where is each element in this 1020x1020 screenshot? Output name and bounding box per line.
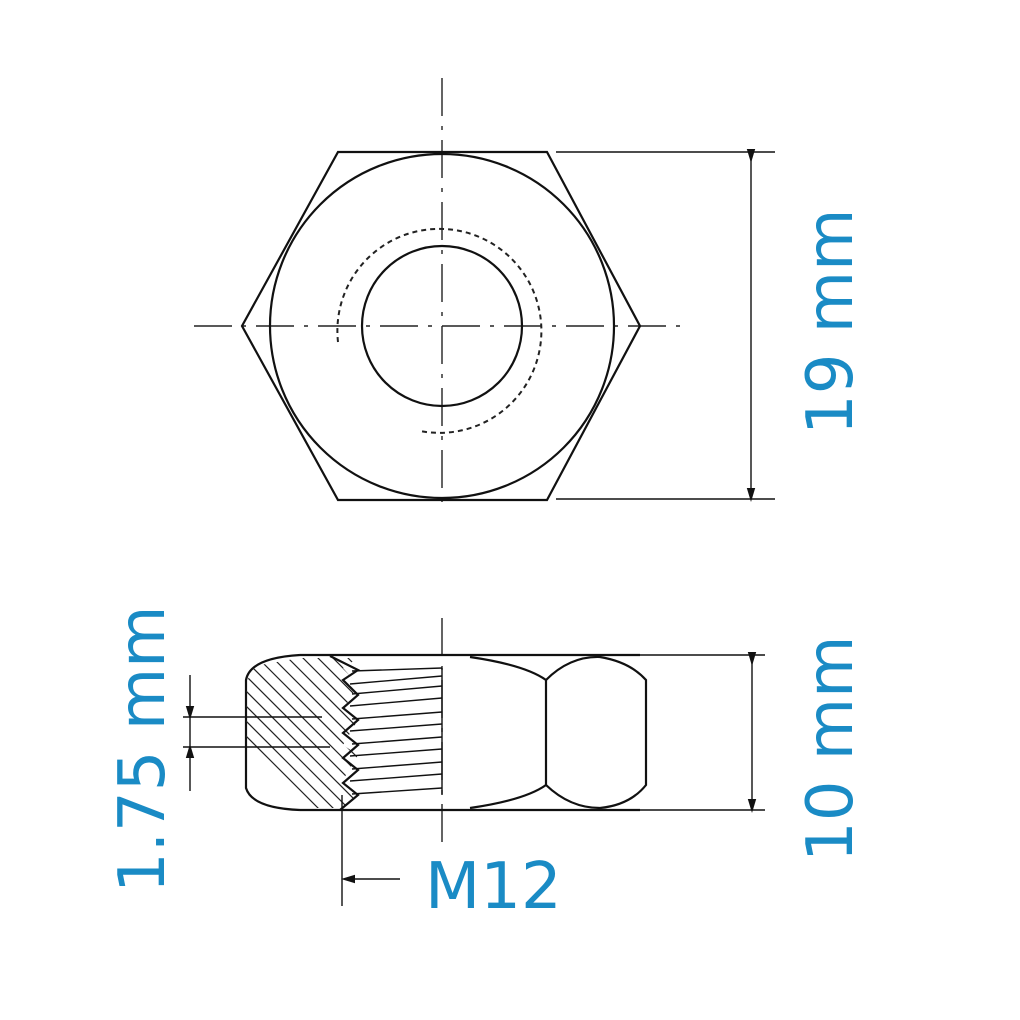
hatch-line	[339, 658, 358, 808]
label-19mm: 19 mm	[794, 209, 868, 435]
hatch-line	[245, 658, 358, 808]
hatch-line	[245, 658, 358, 808]
hatch-line	[400, 650, 570, 820]
face-curve-bottom	[469, 784, 547, 810]
hatch-line	[245, 658, 331, 808]
thread-profile	[329, 655, 361, 811]
label-10mm: 10 mm	[794, 636, 868, 862]
hatch-line	[249, 658, 358, 808]
hatch-line	[245, 658, 346, 808]
hatch-line	[294, 658, 358, 808]
hatch-line	[245, 658, 358, 808]
hatch-line	[279, 658, 358, 808]
label-thread-size: M12	[425, 850, 562, 924]
nut-left-edge	[244, 653, 301, 812]
label-thread-pitch: 1.75 mm	[106, 605, 180, 893]
face-curve-top	[469, 655, 547, 681]
chamfer-circle	[268, 152, 616, 500]
thread-lines	[349, 667, 443, 795]
hatch-line	[309, 658, 358, 808]
side-flat	[545, 655, 648, 810]
hatch-line	[245, 658, 358, 808]
bore-circle	[360, 244, 524, 408]
top-view	[194, 78, 775, 506]
side-view	[183, 618, 765, 906]
section-hatch	[245, 650, 570, 820]
thread-root-circle	[336, 227, 543, 434]
hatch-line	[370, 650, 540, 820]
hex-outline	[240, 150, 642, 502]
